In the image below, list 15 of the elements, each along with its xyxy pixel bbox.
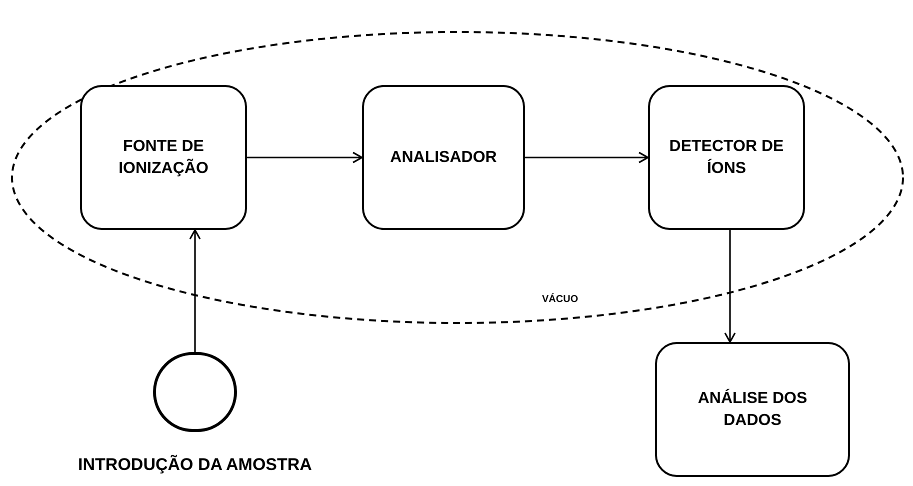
node-label: INTRODUÇÃO DA AMOSTRA [78, 454, 312, 476]
box-label: FONTE DE IONIZAÇÃO [118, 136, 210, 178]
box-label: ANÁLISE DOS DADOS [696, 388, 808, 430]
arrow [247, 152, 363, 164]
arrow [724, 230, 736, 343]
process-box [362, 85, 525, 230]
region-label: VÁCUO [542, 292, 578, 307]
box-label: DETECTOR DE ÍONS [668, 136, 785, 178]
dashed-ellipse [10, 30, 905, 325]
box-label: ANALISADOR [390, 148, 497, 168]
process-box [80, 85, 247, 230]
process-box [655, 342, 850, 477]
arrow [525, 152, 649, 164]
arrow [189, 229, 201, 352]
process-box [648, 85, 805, 230]
